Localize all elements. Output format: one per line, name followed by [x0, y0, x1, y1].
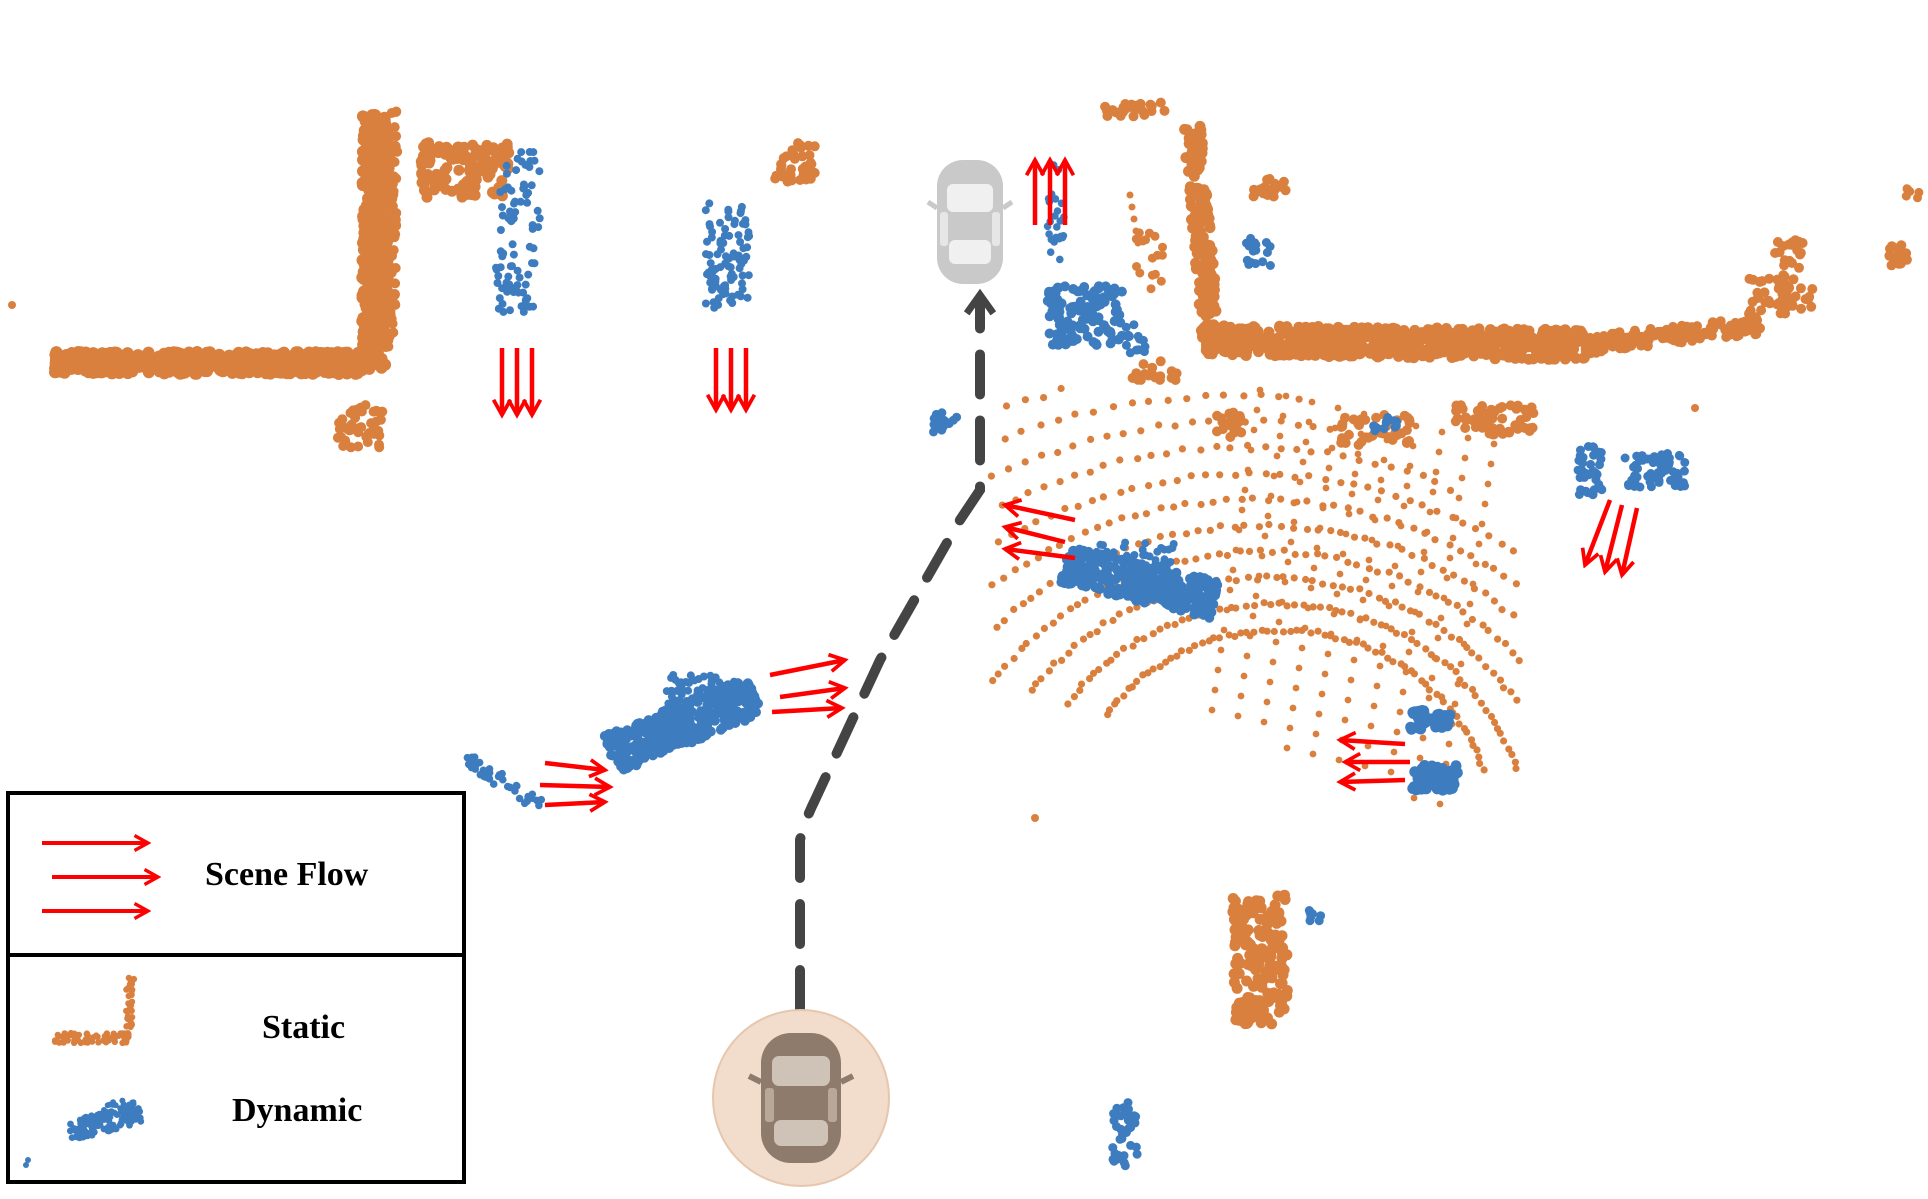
flow-arrow-car-center-2	[1005, 527, 1066, 545]
target-vehicle-icon	[926, 160, 1014, 284]
flow-arrow-trailer-left-1	[544, 763, 605, 770]
flow-arrow-car-left-1	[769, 660, 845, 678]
ego-vehicle-icon	[712, 1009, 890, 1187]
legend-dynamic-icon	[23, 1097, 145, 1168]
legend-scene-flow-icon	[42, 843, 158, 911]
legend-dynamic-label: Dynamic	[232, 1092, 362, 1129]
legend-static-label: Static	[262, 1009, 345, 1046]
scene-flow-arrows	[502, 160, 1640, 805]
dynamic-point-cloud	[463, 148, 1690, 1171]
flow-arrow-trailer-left-2	[539, 785, 610, 787]
legend-scene-flow-label: Scene Flow	[205, 856, 369, 893]
flow-arrow-car-left-3	[771, 708, 842, 712]
legend: Scene Flow Static Dynamic	[6, 791, 466, 1184]
static-point-cloud	[8, 97, 1924, 1030]
flow-arrow-far-right-2	[1605, 504, 1625, 572]
flow-arrow-far-right-1	[1585, 499, 1613, 565]
legend-static-icon	[51, 974, 138, 1047]
ego-trajectory-path	[795, 300, 980, 1015]
flow-arrow-trailer-left-3	[544, 802, 605, 805]
flow-arrow-far-right-3	[1622, 507, 1640, 575]
flow-arrow-car-left-2	[779, 688, 845, 697]
flow-arrow-car-center-1	[1005, 505, 1076, 523]
flow-arrow-car-right-3	[1340, 780, 1406, 782]
flow-arrow-car-center-3	[1005, 549, 1076, 558]
flow-arrow-car-right-1	[1340, 740, 1406, 744]
